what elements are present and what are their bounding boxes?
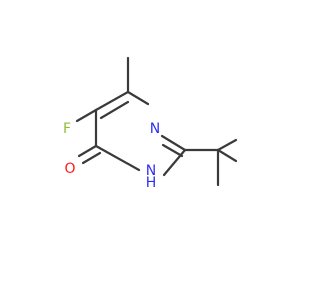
bond-tbu-methyl-right — [216, 148, 238, 163]
bond-tbu-methyl-up — [216, 138, 238, 152]
bond-c5-c6 — [94, 90, 130, 112]
atom-label-oxygen: O — [64, 161, 75, 177]
bond-n3-c2-inner — [161, 143, 184, 158]
atom-label-ring-nitrogen: N — [150, 121, 160, 137]
bond-c2-n1 — [162, 148, 187, 177]
atom-label-nh-hydrogen: H — [146, 175, 157, 191]
bond-c4-o — [77, 144, 98, 158]
bond-f-c5 — [75, 108, 98, 123]
bond-c5-c6-inner — [99, 100, 130, 120]
bond-c4-o-inner — [81, 151, 102, 165]
bond-c4-n1 — [94, 144, 141, 172]
bond-c6-n3 — [126, 90, 150, 106]
bond-layer — [75, 56, 238, 187]
atom-label-fluorine: F — [63, 121, 71, 137]
bond-n3-c2 — [160, 134, 187, 152]
atom-label-layer: F N N H O — [63, 121, 160, 191]
atom-label-nh-nitrogen: N — [146, 163, 156, 179]
molecule-structure: F N N H O — [63, 56, 238, 191]
